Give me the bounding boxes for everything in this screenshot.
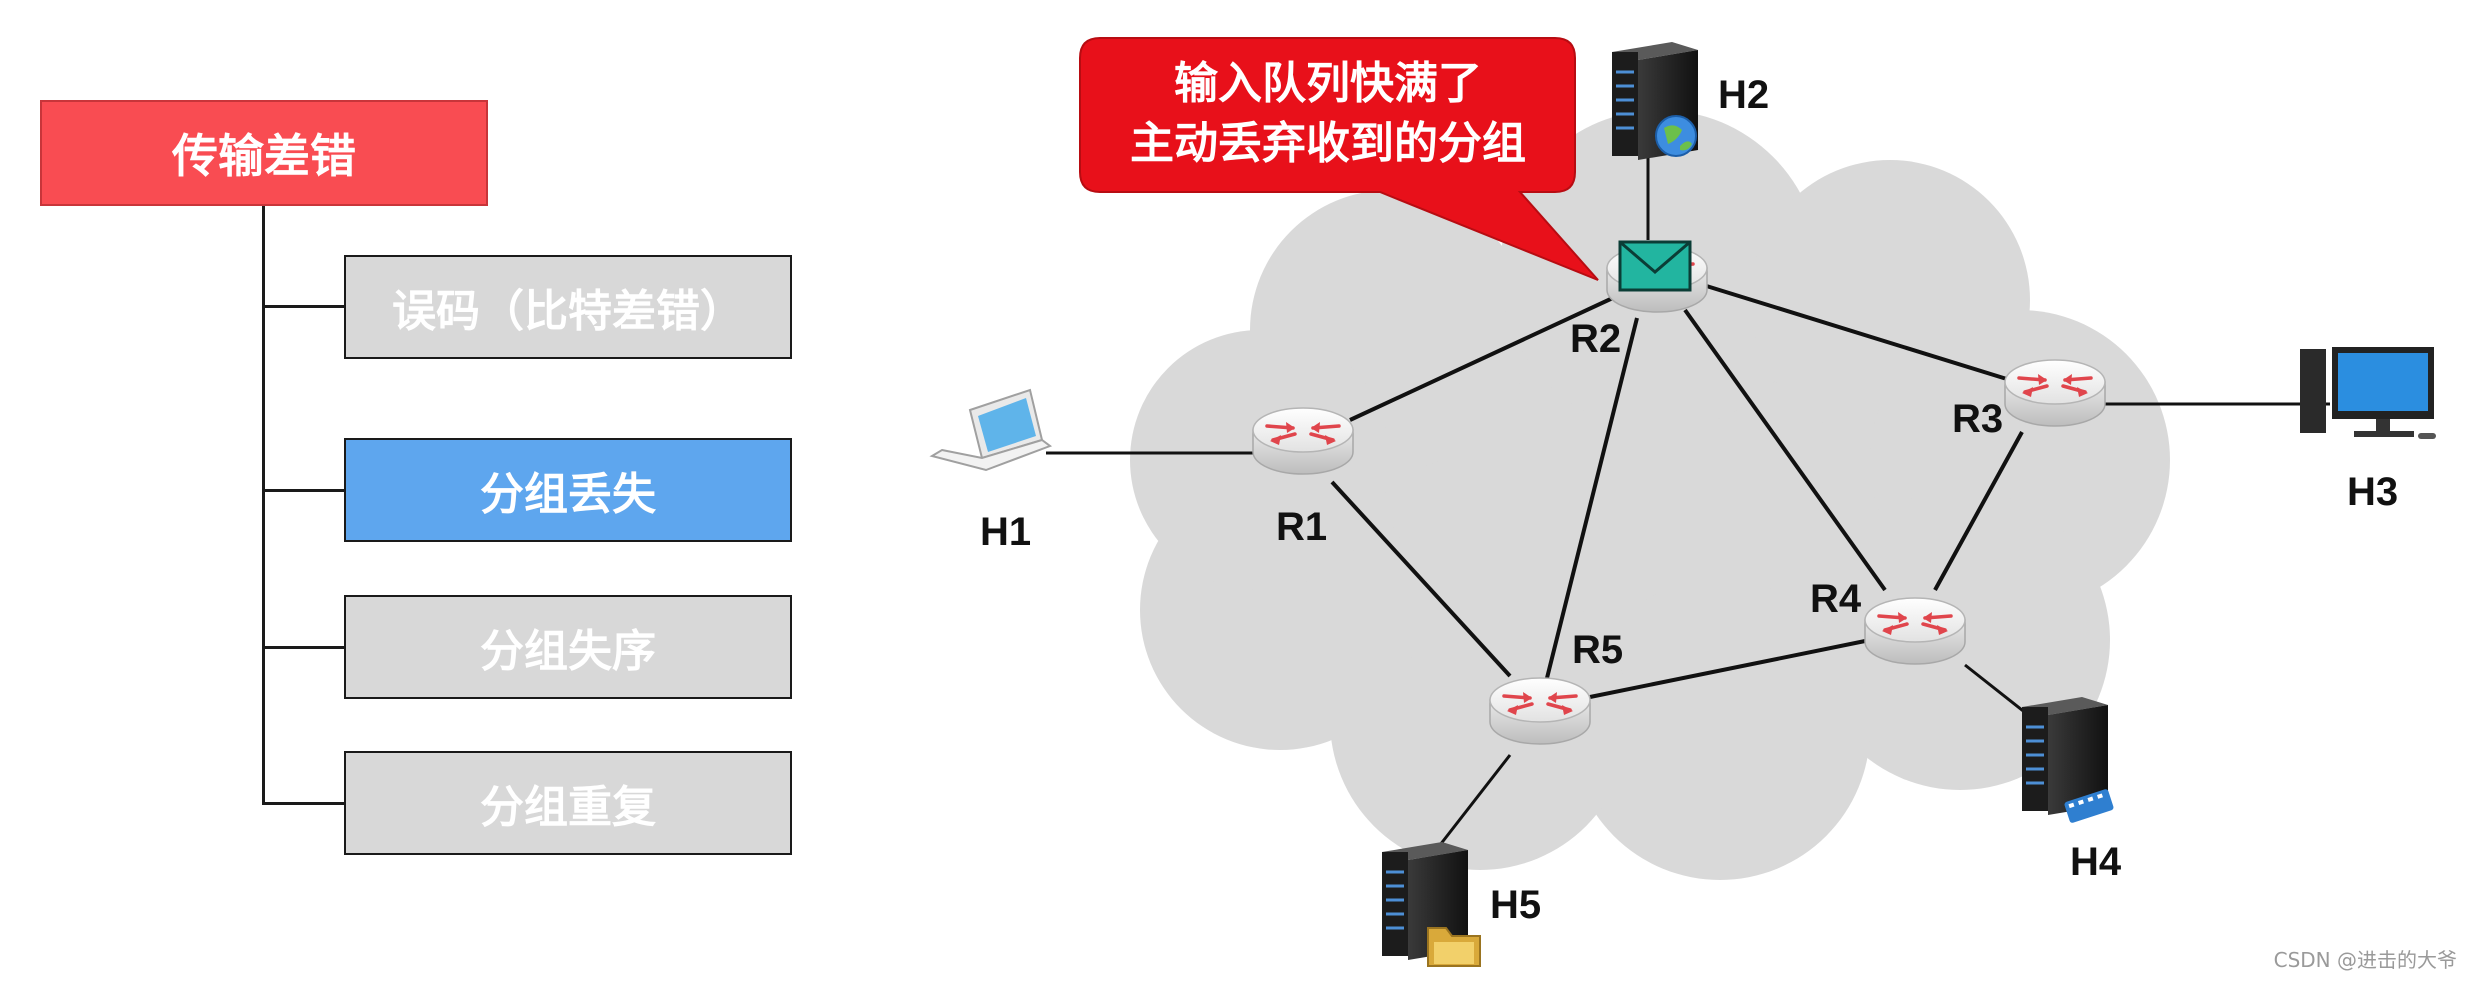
router-r5 (1488, 676, 1592, 746)
tree-trunk (262, 206, 265, 805)
label-r3: R3 (1952, 397, 2003, 441)
link-r3-r4 (1933, 431, 2024, 591)
child-box-duplicate: 分组重复 (344, 751, 792, 855)
label-h2: H2 (1718, 73, 1769, 117)
callout-bubble: 输入队列快满了 主动丢弃收到的分组 (1079, 37, 1599, 281)
router-r1 (1251, 406, 1355, 476)
tree-branch-2 (262, 489, 344, 492)
child-label-out-of-order: 分组失序 (480, 626, 656, 677)
child-label-duplicate: 分组重复 (480, 782, 656, 833)
label-r5: R5 (1572, 628, 1623, 672)
watermark: CSDN @进击的大爷 (2273, 948, 2457, 972)
router-r3 (2003, 358, 2107, 428)
network-cloud (1130, 110, 2170, 880)
callout-line-2: 主动丢弃收到的分组 (1130, 118, 1526, 169)
label-r2: R2 (1570, 317, 1621, 361)
link-r2-r4 (1683, 308, 1887, 592)
root-box-transmission-error: 传输差错 (40, 100, 488, 206)
label-h3: H3 (2347, 470, 2398, 514)
tree-branch-1 (262, 305, 344, 308)
link-r5-h5 (1438, 754, 1512, 846)
router-r4 (1863, 596, 1967, 666)
child-label-bit-error: 误码（比特差错） (392, 286, 744, 337)
link-r1-r5 (1330, 480, 1512, 678)
label-r1: R1 (1276, 505, 1327, 549)
server-folder-icon (1380, 840, 1481, 967)
child-label-packet-loss: 分组丢失 (480, 469, 656, 520)
label-h4: H4 (2070, 840, 2122, 884)
callout-line-1: 输入队列快满了 (1174, 58, 1482, 109)
tree-branch-4 (262, 802, 344, 805)
link-r1-r2 (1349, 288, 1631, 422)
child-box-packet-loss: 分组丢失 (344, 438, 792, 542)
label-h1: H1 (980, 510, 1031, 554)
link-r2-r3 (1699, 282, 2011, 382)
tree-branch-3 (262, 646, 344, 649)
root-label: 传输差错 (172, 129, 356, 183)
link-r2-r5 (1545, 317, 1639, 679)
child-box-bit-error: 误码（比特差错） (344, 255, 792, 359)
desktop-icon (2300, 347, 2436, 439)
label-h5: H5 (1490, 883, 1541, 927)
server-media-icon (2020, 695, 2114, 823)
links (1046, 148, 2330, 846)
child-box-out-of-order: 分组失序 (344, 595, 792, 699)
envelope-icon (1618, 240, 1692, 292)
laptop-icon (929, 388, 1053, 472)
link-r4-r5 (1589, 638, 1871, 699)
server-globe-icon (1610, 40, 1700, 162)
label-r4: R4 (1810, 577, 1862, 621)
